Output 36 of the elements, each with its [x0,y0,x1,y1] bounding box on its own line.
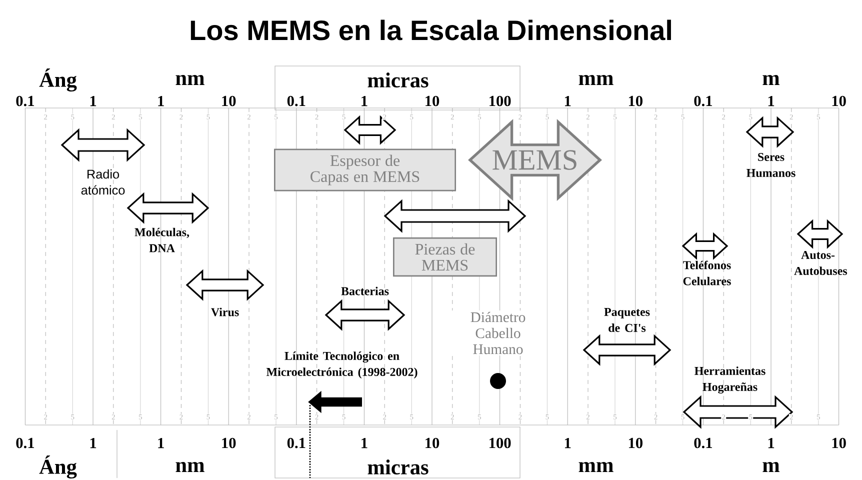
unit-label: nm [176,74,204,86]
tick-label: 1 [90,438,96,448]
tick-label: 1 [158,96,164,106]
tick-label: 1 [362,438,368,448]
tick-label: 1 [565,96,571,106]
tick-label: 10 [832,438,846,448]
unit-label: micras [368,460,428,474]
tick-label: 100 [490,438,511,448]
unit-label: Áng [39,456,77,478]
tick-label: 10 [832,96,846,106]
node-label: Piezas de MEMS [415,243,475,271]
unit-label: m [762,462,780,472]
tick-label: 10 [426,96,440,106]
tick-label: 0.1 [16,96,34,106]
tick-label: 10 [628,438,642,448]
unit-label: Áng [39,68,77,92]
tick-label: 100 [490,96,511,106]
point-label: Diámetro Cabello Humano [452,310,544,389]
tick-label: 1 [565,438,571,448]
tick-label: 1 [158,438,164,448]
unit-label: mm [578,462,614,472]
tick-label: 10 [628,96,642,106]
tick-label: 0.1 [287,96,306,106]
tick-label: 1 [362,96,368,106]
unit-label: m [762,74,780,86]
tick-label: 0.1 [16,438,34,448]
unit-label: micras [368,72,428,88]
tick-label: 1 [90,96,96,106]
unit-label: nm [176,462,204,472]
tick-label: 10 [222,438,236,448]
tick-label: 0.1 [694,96,712,106]
range-label: Autos-Autobuses [794,219,848,276]
title: Los MEMS en la Escala Dimensional [190,20,671,40]
tick-label: 0.1 [287,438,306,448]
unit-label: mm [578,74,614,86]
tick-label: 10 [222,96,236,106]
